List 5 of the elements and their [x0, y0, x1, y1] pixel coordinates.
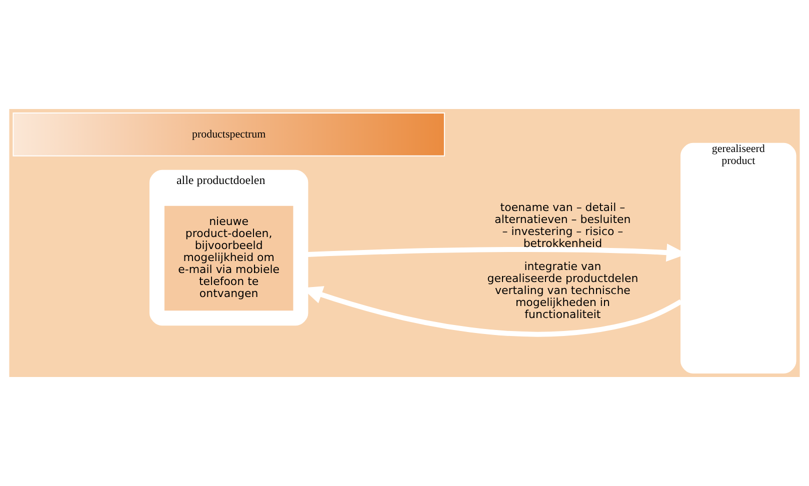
edge-label: toename van – detail – alternatieven – besluiten – investering – risico – betrokkenheid — [494, 201, 631, 250]
node-box: productspectrum — [12, 112, 445, 156]
node-box: gerealiseerd product — [680, 142, 796, 374]
node-box: nieuwe product-doelen, bijvoorbeeld mogelijkheid om e-mail via mobiele telefoon te ontvangen — [163, 204, 294, 312]
edge-label: integratie van gerealiseerde productdelen vertaling van technische mogelijkheden in functionaliteit — [487, 260, 638, 321]
